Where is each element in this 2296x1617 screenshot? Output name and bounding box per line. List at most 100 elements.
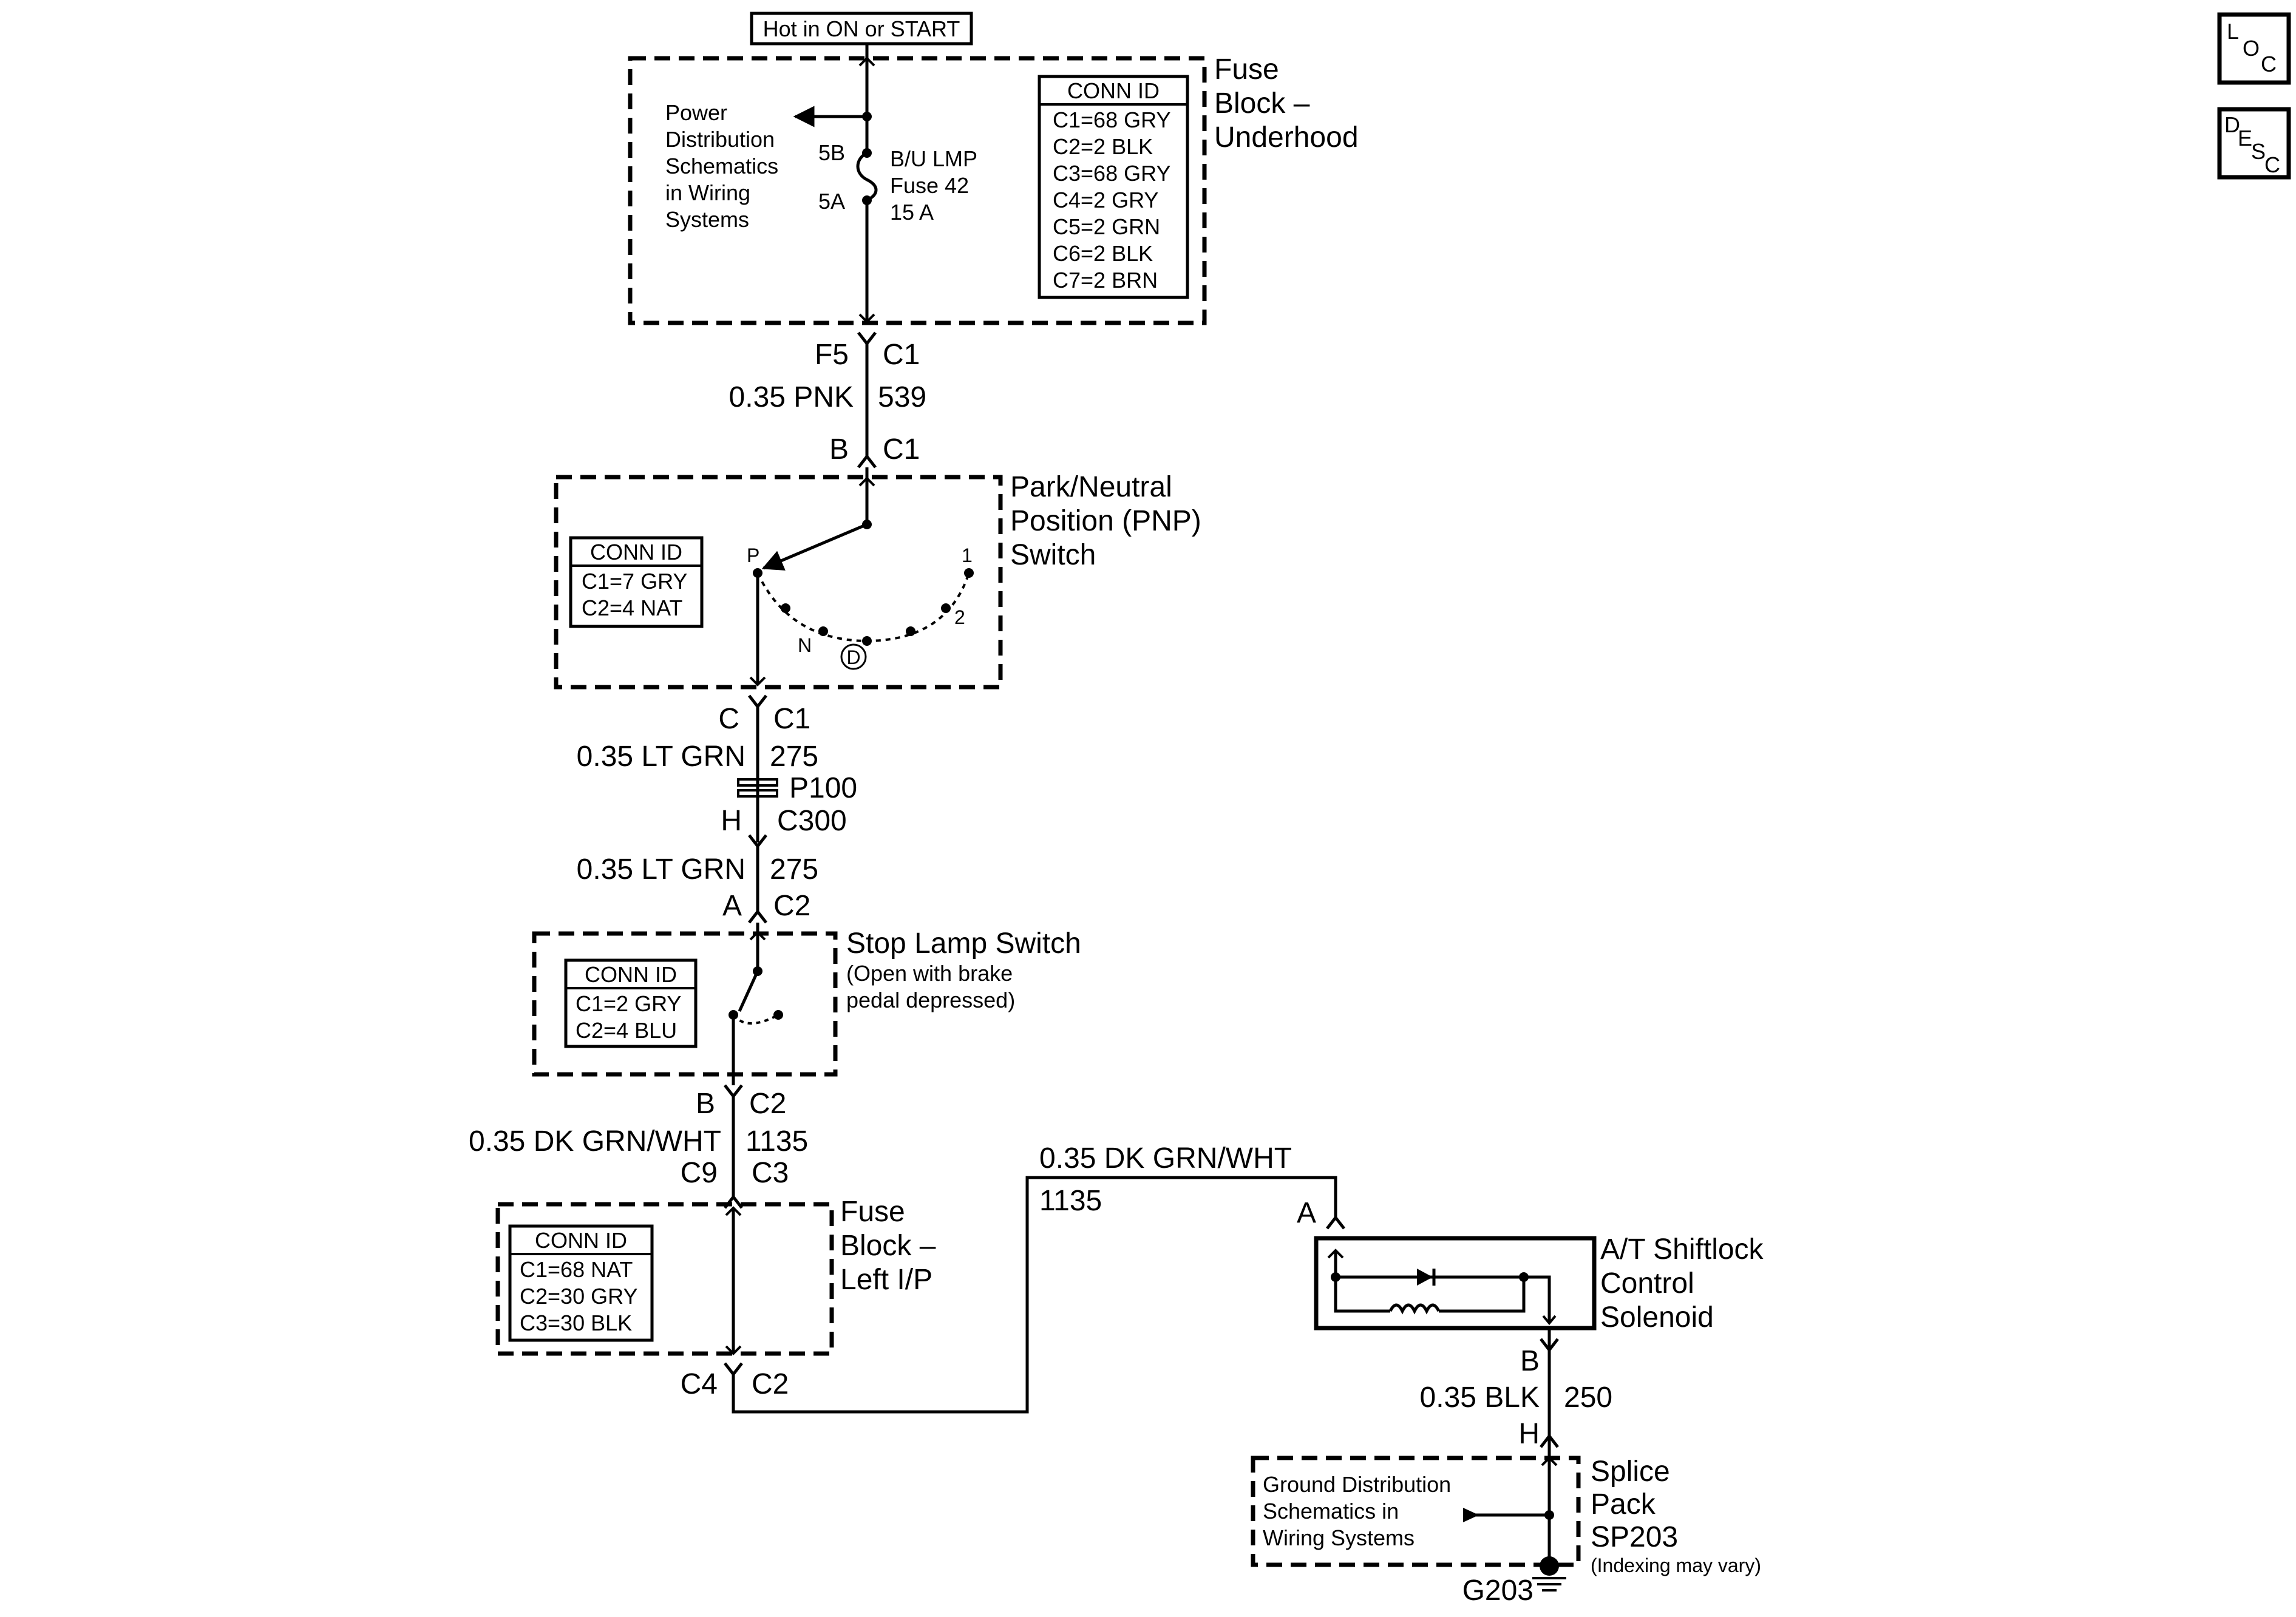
pnp-r-dot: [781, 603, 790, 613]
wire-1135a-top-conn: C2: [749, 1088, 786, 1120]
wire-275b-circuit: 275: [770, 853, 818, 886]
left-bus-out-arrow-icon: [725, 1345, 742, 1355]
shiftlock-title-2: Control: [1600, 1267, 1694, 1300]
conn-id-left-ip-row-2: C2=30 GRY: [520, 1284, 637, 1309]
connector-b-250-icon: [1540, 1338, 1559, 1353]
conn-id-underhood-row-1: C1=68 GRY: [1053, 107, 1170, 132]
pnp-input-arrow-icon: [858, 476, 875, 487]
desc-letter-s: S: [2251, 139, 2266, 164]
fuse-block-left-title-3: Left I/P: [840, 1264, 932, 1296]
shiftlock-coil-icon: [1388, 1303, 1441, 1315]
wire-1135a-bottom-pin: C9: [681, 1157, 718, 1189]
fuse-junction-dot: [862, 112, 872, 121]
wire-275a-gauge-color: 0.35 LT GRN: [577, 741, 746, 773]
wire-275a-top-pin: C: [718, 703, 739, 735]
pnp-pivot-dot: [862, 520, 872, 529]
desc-letter-e: E: [2238, 126, 2252, 151]
ground-ref-line-3: Wiring Systems: [1263, 1525, 1415, 1550]
shiftlock-junction-right: [1519, 1272, 1529, 1282]
pnp-position-p: P: [747, 544, 759, 566]
conn-id-underhood-row-7: C7=2 BRN: [1053, 268, 1158, 293]
power-ref-line-1: Power: [665, 100, 727, 125]
wire-539-top-conn: C1: [883, 339, 920, 371]
wire-275b-bottom-conn: C2: [773, 890, 810, 922]
pnp-position-2: 2: [954, 606, 965, 628]
connector-f5-icon: [857, 331, 877, 347]
conn-id-title-stop-lamp: CONN ID: [585, 962, 677, 987]
pnp-switch-box: [554, 475, 1003, 690]
desc-letter-d: D: [2224, 112, 2240, 137]
conn-id-underhood-row-4: C4=2 GRY: [1053, 188, 1158, 212]
pnp-1a-dot: [941, 603, 951, 613]
fuse-label-1: B/U LMP: [890, 146, 977, 171]
conn-id-underhood-row-3: C3=68 GRY: [1053, 161, 1170, 186]
conn-id-box-pnp: [569, 536, 704, 628]
conn-id-pnp-row-1: C1=7 GRY: [582, 569, 687, 594]
fuse-label-3: 15 A: [890, 200, 934, 225]
terminal-5b-label: 5B: [818, 140, 845, 165]
stop-lamp-input-arrow-icon: [749, 931, 766, 941]
stop-lamp-note-1: (Open with brake: [846, 961, 1013, 986]
wire-250-gauge-color: 0.35 BLK: [1420, 1381, 1540, 1414]
ground-g203-label: G203: [1462, 1575, 1533, 1607]
loc-letter-o: O: [2243, 36, 2260, 61]
wire-275a-top-conn: C1: [773, 703, 810, 735]
pnp-wiper: [761, 523, 868, 571]
wire-250-circuit: 250: [1564, 1381, 1612, 1414]
fuse-block-left-title-2: Block –: [840, 1230, 936, 1262]
splice-junction-dot: [1544, 1510, 1554, 1520]
c300-conn: C300: [777, 805, 847, 837]
desc-letter-c: C: [2264, 152, 2280, 177]
loc-letter-l: L: [2227, 19, 2239, 44]
pnp-output-arrow-icon: [749, 676, 766, 686]
pnp-position-1: 1: [962, 544, 973, 566]
pnp-1-dot: [964, 568, 974, 578]
conn-id-left-ip-row-3: C3=30 BLK: [520, 1310, 632, 1335]
shiftlock-box: [1314, 1236, 1597, 1331]
ground-ref-line-1: Ground Distribution: [1263, 1472, 1451, 1497]
conn-id-title-left-ip: CONN ID: [535, 1228, 627, 1253]
wire-1135a-circuit: 1135: [746, 1125, 808, 1158]
stop-lamp-switch-box: [532, 931, 838, 1077]
wire-275b-bottom-pin: A: [722, 890, 742, 922]
connector-c-icon: [748, 694, 767, 710]
connector-b-icon: [857, 453, 877, 469]
pnp-title-1: Park/Neutral: [1010, 471, 1172, 503]
conn-id-title-pnp: CONN ID: [590, 540, 682, 564]
supply-label: Hot in ON or START: [763, 16, 960, 41]
loc-button[interactable]: [2217, 12, 2291, 85]
c300-pin: H: [721, 805, 742, 837]
wire-275b-gauge-color: 0.35 LT GRN: [577, 853, 746, 886]
pnp-p-dot: [753, 568, 763, 578]
wire-1135b-gauge-color: 0.35 DK GRN/WHT: [1039, 1142, 1292, 1175]
wire-1135b-circuit: 1135: [1039, 1185, 1102, 1217]
conn-id-box-stop-lamp: [564, 958, 698, 1048]
stop-lamp-arc: [732, 1014, 779, 1025]
terminal-5a-label: 5A: [818, 189, 845, 214]
fuse-block-left-title-1: Fuse: [840, 1196, 905, 1228]
wire-1135a-top-pin: B: [696, 1088, 715, 1120]
wire-250-bottom-pin: H: [1518, 1418, 1540, 1450]
pnp-2-dot: [906, 626, 915, 636]
desc-button[interactable]: [2217, 107, 2291, 180]
shiftlock-coil-lead-right: [1439, 1277, 1526, 1313]
supply-box: [750, 12, 973, 46]
fuse-label-2: Fuse 42: [890, 173, 969, 198]
conn-id-box-left-ip: [508, 1224, 654, 1342]
wire-539-bottom-pin: B: [829, 433, 849, 466]
wire-539-bottom-conn: C1: [883, 433, 920, 466]
fuse-block-left-out-pin: C4: [681, 1368, 718, 1400]
conn-id-underhood-row-6: C6=2 BLK: [1053, 241, 1153, 266]
shiftlock-circuit-left: [1334, 1250, 1551, 1323]
connector-a-c2-icon: [748, 909, 767, 924]
fuse-block-underhood-title-2: Block –: [1214, 87, 1310, 120]
power-ref-line-2: Distribution: [665, 127, 775, 152]
stop-lamp-open-dot: [773, 1010, 783, 1020]
wire-1135a-bottom-conn: C3: [752, 1157, 789, 1189]
fuse-block-underhood-title-1: Fuse: [1214, 53, 1279, 86]
connector-h-250-icon: [1540, 1433, 1559, 1448]
pnp-position-d: D: [846, 646, 860, 668]
conn-id-box-underhood: [1038, 75, 1189, 299]
splice-pack-box: [1251, 1456, 1581, 1567]
